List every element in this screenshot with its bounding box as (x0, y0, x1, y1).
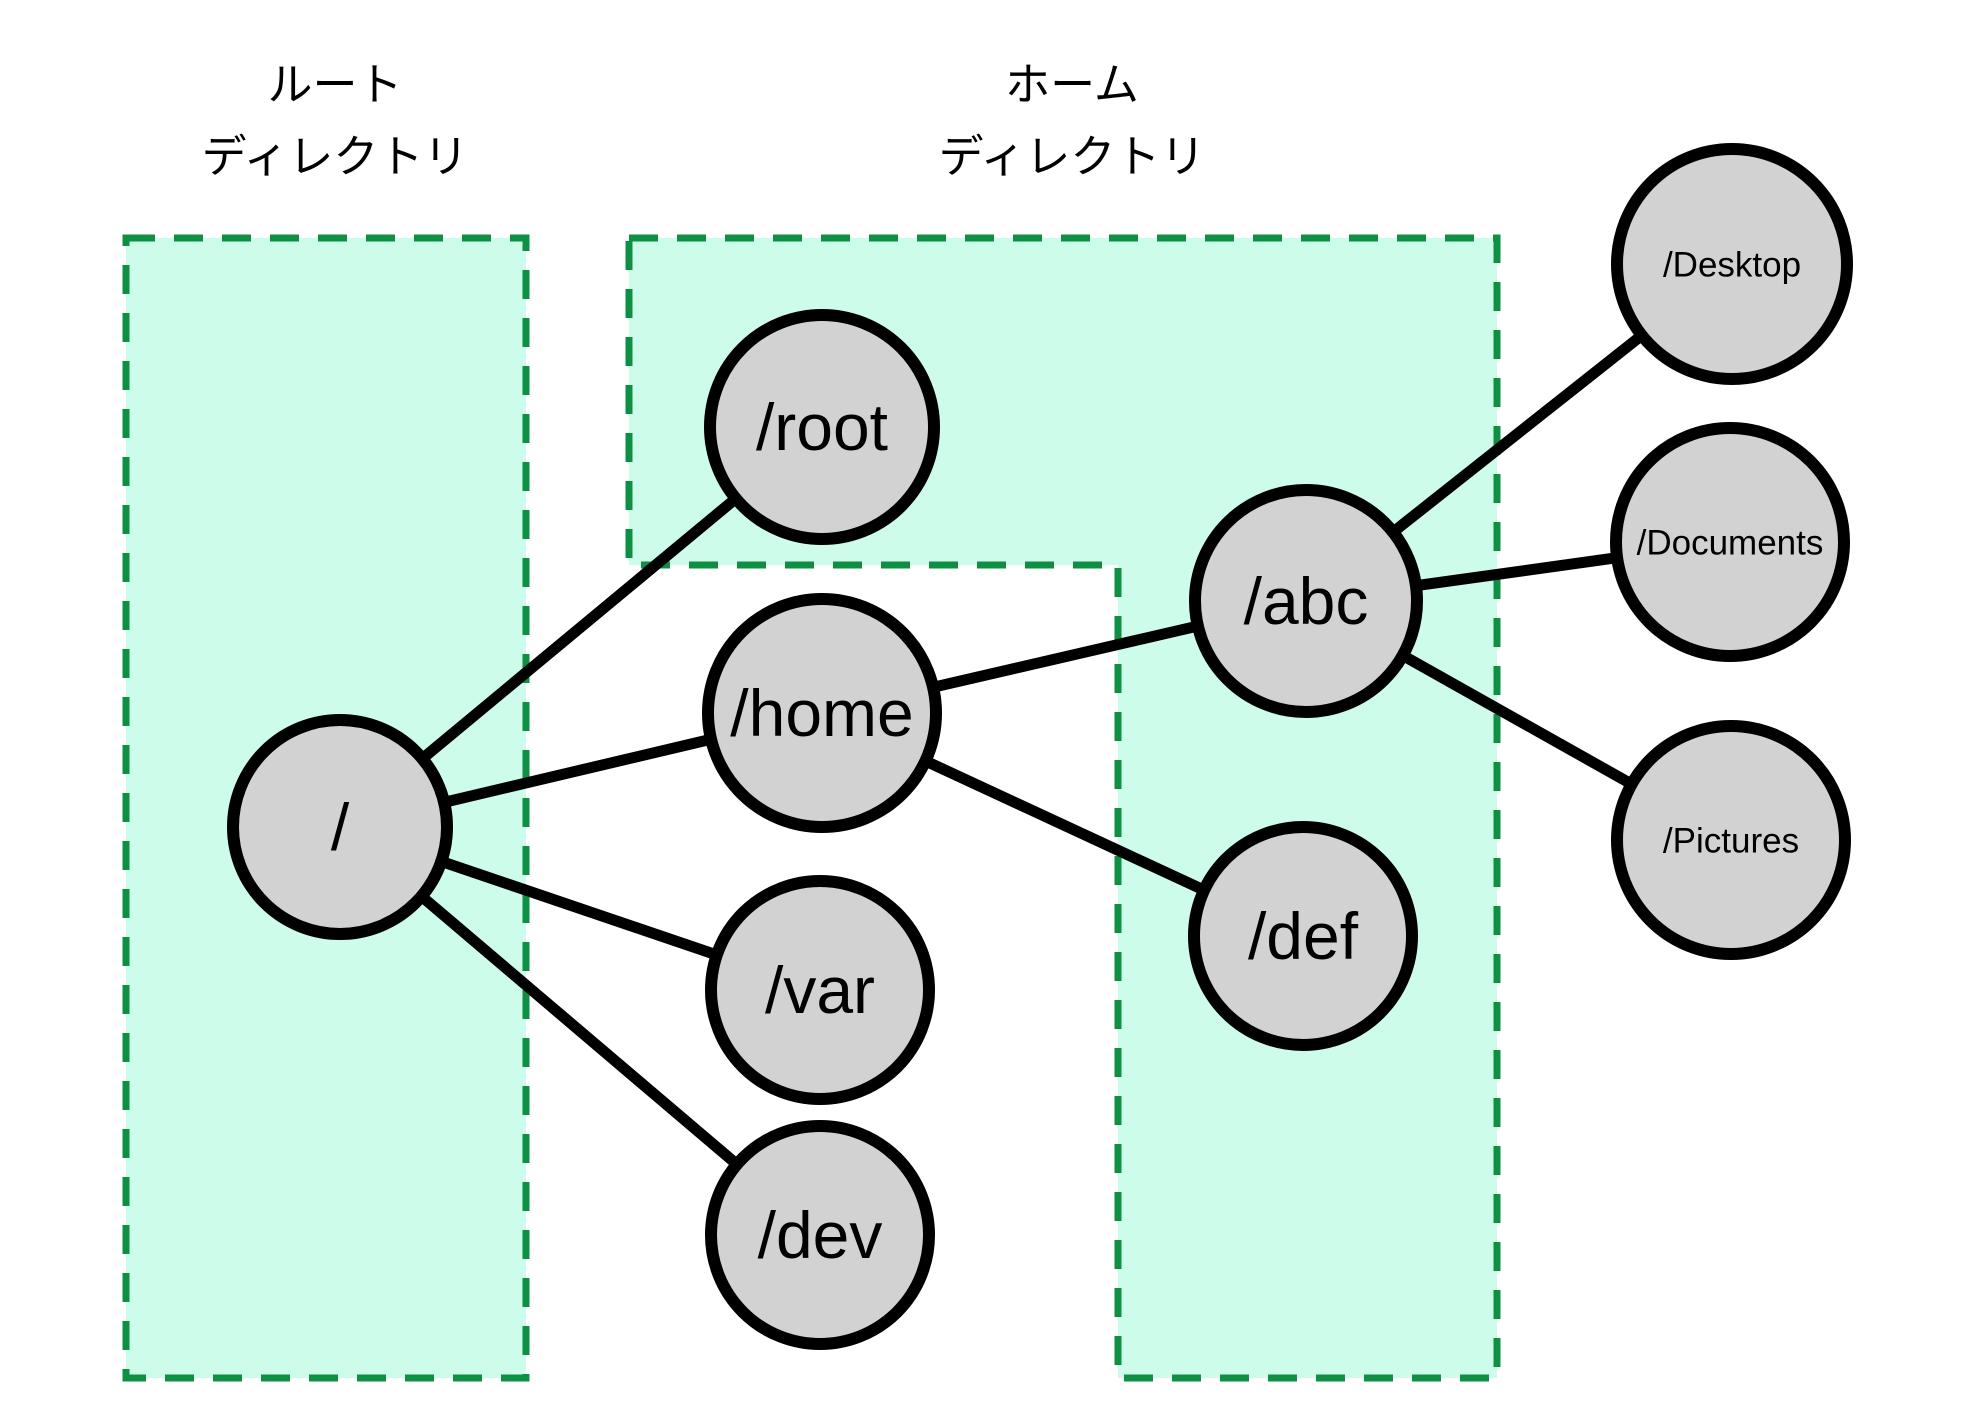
node-home: /home (702, 593, 942, 833)
node-var-circle (705, 875, 935, 1105)
node-dev-label: /dev (758, 1198, 883, 1272)
node-documents-circle (1610, 422, 1850, 662)
node-dev-circle (705, 1120, 935, 1350)
node-documents-label: /Documents (1637, 523, 1824, 562)
node-def-circle (1188, 821, 1418, 1051)
node-pictures: /Pictures (1611, 720, 1851, 960)
node-slash-circle (227, 714, 453, 940)
root-directory-label-line1: ルート (267, 59, 402, 110)
node-def: /def (1188, 821, 1418, 1051)
node-desktop-label: /Desktop (1663, 245, 1801, 284)
home-directory-label-line2: ディレクトリ (939, 131, 1206, 182)
node-abc-circle (1189, 484, 1423, 718)
node-root: /root (704, 309, 940, 545)
root-directory-label-line2: ディレクトリ (202, 131, 469, 182)
node-home-label: /home (730, 676, 913, 750)
node-desktop: /Desktop (1611, 143, 1853, 385)
node-documents: /Documents (1610, 422, 1850, 662)
node-def-label: /def (1248, 899, 1359, 973)
node-desktop-circle (1611, 143, 1853, 385)
node-abc-label: /abc (1244, 564, 1369, 638)
node-root-circle (704, 309, 940, 545)
node-var: /var (705, 875, 935, 1105)
home-directory-label-line1: ホーム (1005, 59, 1139, 110)
node-var-label: /var (765, 953, 875, 1027)
node-abc: /abc (1189, 484, 1423, 718)
node-home-circle (702, 593, 942, 833)
node-slash: / (227, 714, 453, 940)
node-slash-label: / (331, 790, 350, 864)
node-pictures-label: /Pictures (1663, 821, 1799, 860)
node-root-label: /root (756, 390, 888, 464)
node-dev: /dev (705, 1120, 935, 1350)
node-pictures-circle (1611, 720, 1851, 960)
